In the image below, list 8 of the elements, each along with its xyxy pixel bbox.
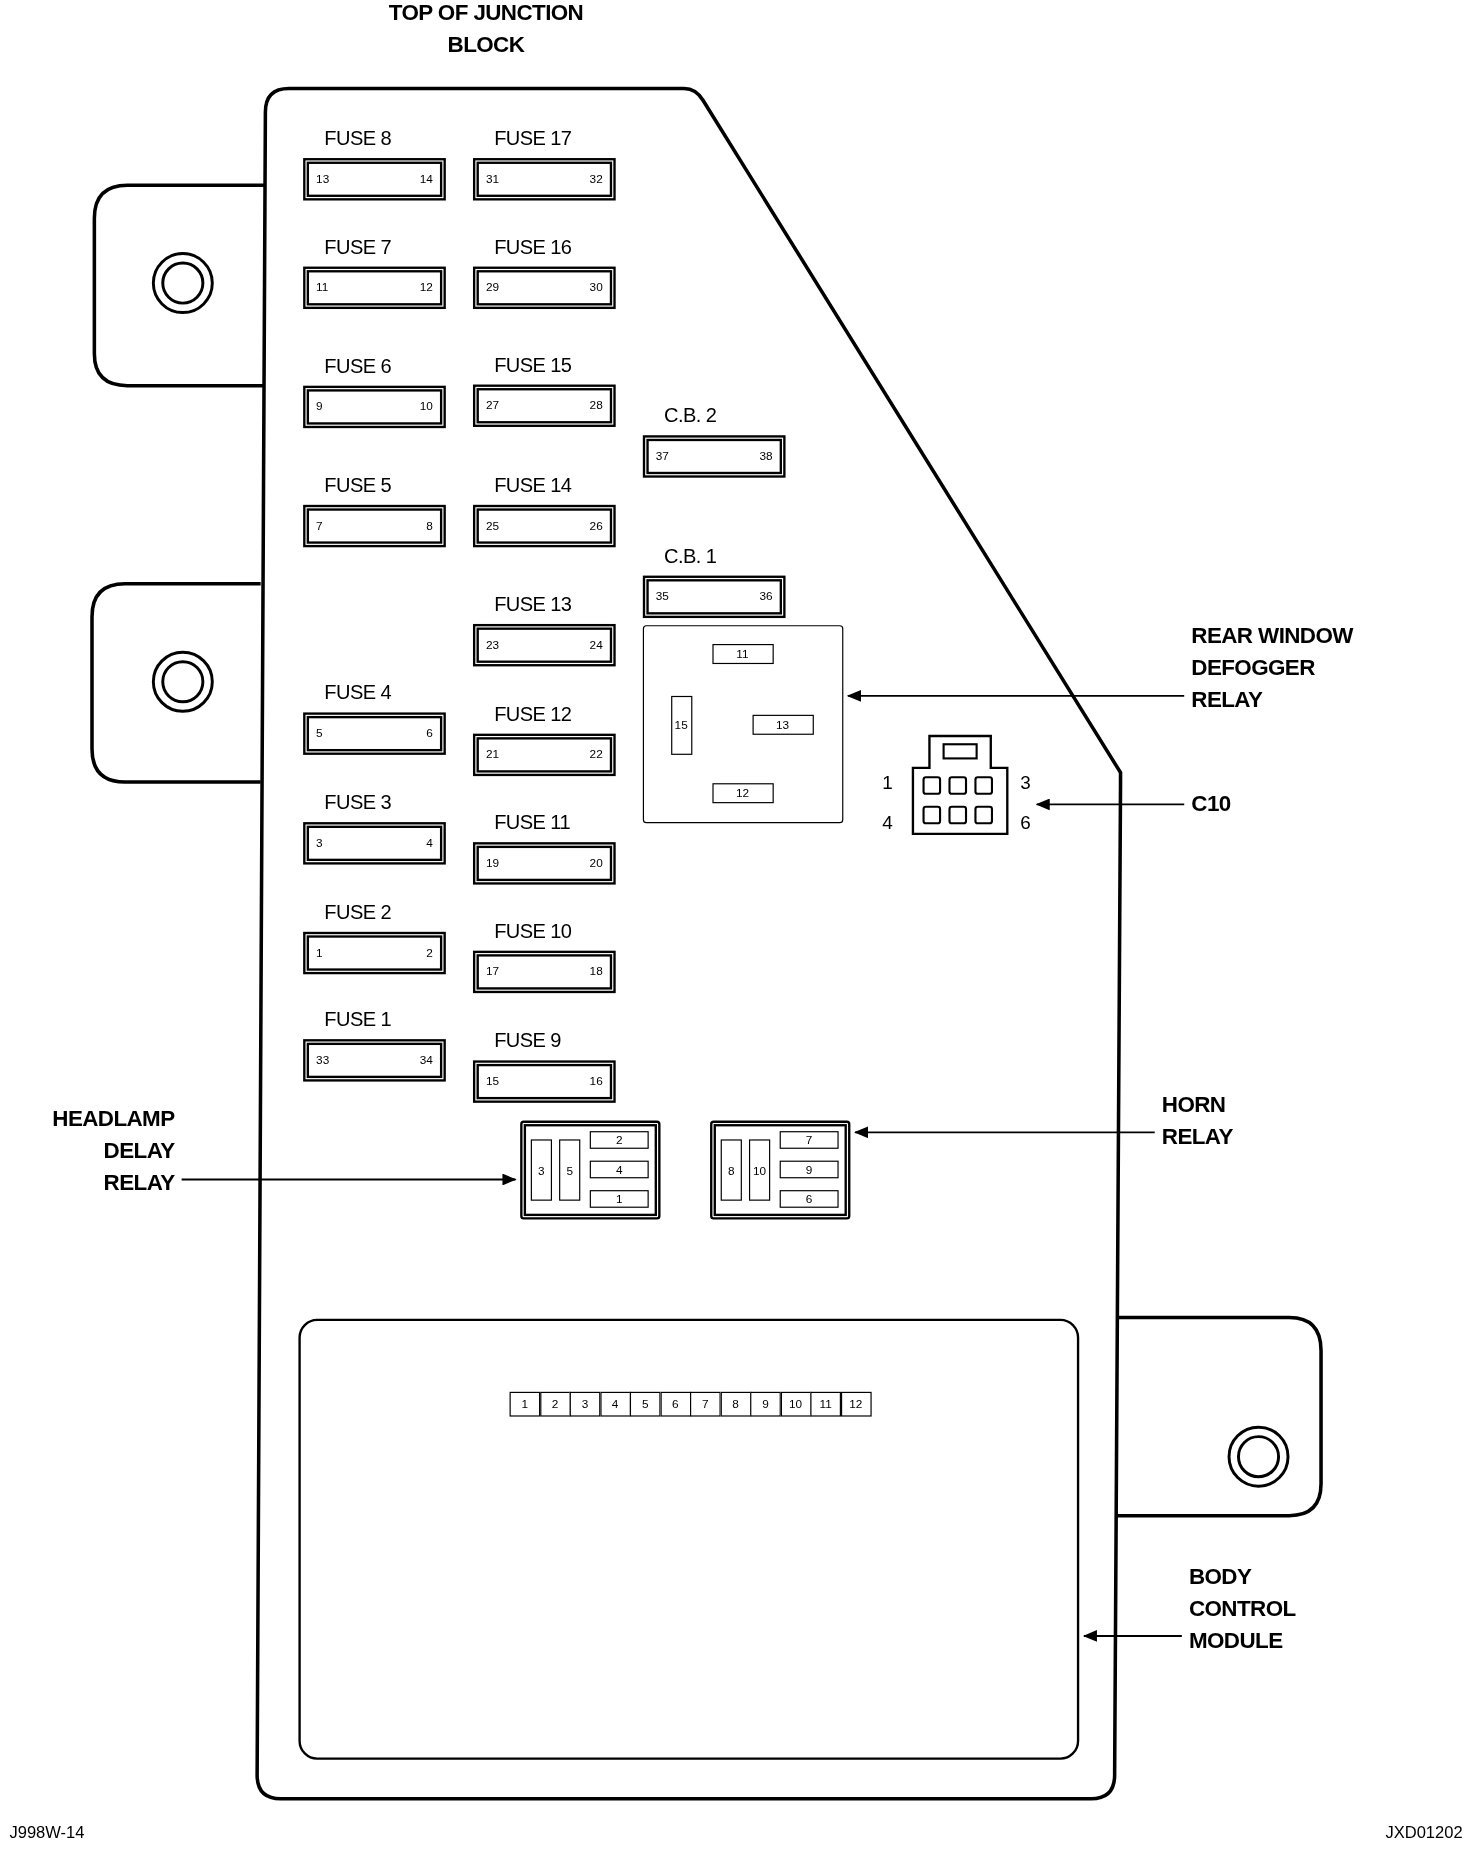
callout-label: REAR WINDOW DEFOGGER RELAY	[1191, 619, 1386, 715]
block-heading: TOP OF JUNCTION BLOCK	[387, 0, 585, 59]
callout-label: HEADLAMP DELAY RELAY	[35, 1102, 175, 1199]
callout-label: HORN RELAY	[1161, 1088, 1251, 1153]
callout-label: C10	[1191, 787, 1263, 820]
figure-code: JXD01202	[1385, 1822, 1463, 1842]
callout-label: BODY CONTROL MODULE	[1188, 1560, 1313, 1656]
figure-code: J998W-14	[9, 1822, 85, 1842]
